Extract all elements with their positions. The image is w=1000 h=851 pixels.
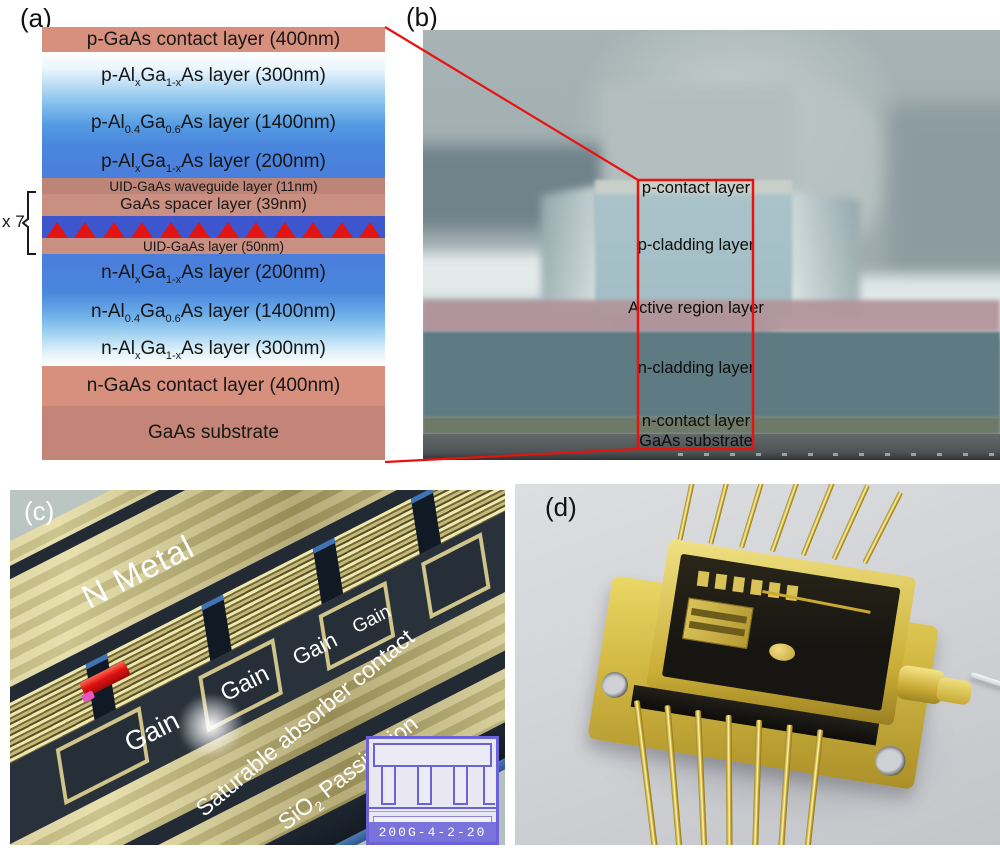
package-pin <box>725 715 733 845</box>
quantum-dot-triangle <box>131 222 154 238</box>
panel-d-label: (d) <box>545 492 577 522</box>
inset-caption-band: 200G-4-2-20 <box>369 822 496 842</box>
panel-b-label: (b) <box>406 2 438 32</box>
layer-p-algaas-1400: p-Al0.4Ga0.6As layer (1400nm) <box>42 100 385 146</box>
quantum-dot-triangle <box>302 222 325 238</box>
layer-label: GaAs substrate <box>148 422 279 443</box>
scale-tick <box>885 453 891 456</box>
layer-uid-waveguide: UID-GaAs waveguide layer (11nm) <box>42 178 385 194</box>
package-pin <box>800 484 837 557</box>
sem-annotation: n-cladding layer <box>637 359 755 377</box>
layer-label: p-Al0.4Ga0.6As layer (1400nm) <box>90 112 337 136</box>
quantum-dot-triangle <box>46 222 68 238</box>
microscope-inset: 200G-4-2-20 <box>366 736 499 845</box>
layer-label: UID-GaAs waveguide layer (11nm) <box>109 178 318 194</box>
gold-trace <box>762 589 871 614</box>
layer-label: UID-GaAs layer (50nm) <box>142 238 285 254</box>
scale-tick <box>807 453 813 456</box>
layer-n-algaas-200: n-AlxGa1-xAs layer (200nm) <box>42 254 385 292</box>
specular-highlight <box>175 695 247 757</box>
sem-texture-band <box>888 105 1000 275</box>
package-pin <box>769 484 804 553</box>
layer-n-contact: n-GaAs contact layer (400nm) <box>42 366 385 406</box>
scale-tick <box>755 453 761 456</box>
feedthrough-pad <box>732 576 746 593</box>
packaged-laser-photo: (d) <box>515 484 1000 845</box>
quantum-dot-triangle <box>188 222 211 238</box>
panel-c-label: (c) <box>24 496 55 526</box>
quantum-dot-triangle <box>358 222 381 238</box>
quantum-dot-triangle <box>216 222 239 238</box>
layer-gaas-spacer: GaAs spacer layer (39nm) <box>42 194 385 216</box>
scale-tick <box>833 453 839 456</box>
scale-tick <box>937 453 943 456</box>
quantum-dot-triangle <box>102 222 125 238</box>
inset-horizontal-line <box>369 807 496 809</box>
scale-tick <box>859 453 865 456</box>
quantum-dot-triangle <box>273 222 296 238</box>
quantum-dot-triangle <box>74 222 97 238</box>
scale-tick <box>678 453 683 456</box>
layer-label: p-GaAs contact layer (400nm) <box>86 28 341 50</box>
inset-ridge-leg <box>381 767 396 805</box>
inset-ridge-leg <box>417 767 432 805</box>
layer-n-algaas-300: n-AlxGa1-xAs layer (300nm) <box>42 332 385 366</box>
layer-n-algaas-1400: n-Al0.4Ga0.6As layer (1400nm) <box>42 292 385 332</box>
layer-label: n-AlxGa1-xAs layer (200nm) <box>101 262 326 286</box>
feedthrough-pad <box>750 579 763 596</box>
quantum-dot-triangle <box>159 222 182 238</box>
package-pin <box>708 484 736 545</box>
feedthrough-pad <box>696 570 710 588</box>
scale-tick <box>703 453 709 456</box>
layer-uid-50: UID-GaAs layer (50nm) <box>42 238 385 254</box>
sem-annotation: n-contact layer <box>641 412 751 430</box>
chip-carrier <box>681 597 754 650</box>
feedthrough-pad <box>714 573 728 590</box>
sem-cross-section-image: p-contact layer p-cladding layer Active … <box>423 30 1000 460</box>
scale-tick <box>729 453 735 456</box>
inset-ridge-leg <box>453 767 468 805</box>
layer-label: p-AlxGa1-xAs layer (200nm) <box>101 151 326 175</box>
sem-annotation: GaAs substrate <box>639 432 753 450</box>
inset-horizontal-line <box>369 811 496 812</box>
scale-tick <box>781 453 787 456</box>
sem-annotation: Active region layer <box>628 299 764 317</box>
sem-scale-ticks <box>678 453 994 457</box>
layer-label: GaAs spacer layer (39nm) <box>120 196 307 213</box>
sem-annotation: p-contact layer <box>641 179 751 197</box>
repeat-bracket <box>22 191 36 255</box>
package-pin <box>862 491 904 565</box>
layer-substrate: GaAs substrate <box>42 406 385 460</box>
package-pin <box>677 484 702 541</box>
layer-label: n-GaAs contact layer (400nm) <box>86 375 341 396</box>
inset-caption: 200G-4-2-20 <box>378 824 487 840</box>
layer-quantum-dots <box>42 216 385 238</box>
scale-tick <box>911 453 917 456</box>
layer-label: p-AlxGa1-xAs layer (300nm) <box>101 65 326 89</box>
layer-label: n-AlxGa1-xAs layer (300nm) <box>101 338 326 362</box>
layer-p-algaas-300: p-AlxGa1-xAs layer (300nm) <box>42 52 385 100</box>
scale-tick <box>962 453 968 456</box>
sem-ridge-flank <box>788 189 860 316</box>
quantum-dot-triangle <box>330 222 353 238</box>
layer-p-algaas-200: p-AlxGa1-xAs layer (200nm) <box>42 146 385 178</box>
inset-ridge-leg <box>483 767 495 805</box>
package-pin <box>831 484 870 561</box>
sem-annotation: p-cladding layer <box>637 236 755 254</box>
scale-tick <box>988 453 994 456</box>
layer-label: n-Al0.4Ga0.6As layer (1400nm) <box>90 301 337 325</box>
coupling-lens <box>767 641 797 663</box>
package-pin <box>738 484 770 549</box>
epitaxial-layer-stack: p-GaAs contact layer (400nm) p-AlxGa1-xAs… <box>42 27 385 460</box>
inset-top-bar <box>373 743 492 767</box>
repeat-count-label: x 7 <box>2 212 25 231</box>
sem-ridge-flank <box>541 184 599 316</box>
fiber-boot <box>935 676 973 706</box>
layer-p-contact: p-GaAs contact layer (400nm) <box>42 27 385 52</box>
quantum-dot-triangle <box>245 222 268 238</box>
device-3d-render: (c) N Metal Gain Gain Gain Gain Saturabl… <box>10 490 505 845</box>
